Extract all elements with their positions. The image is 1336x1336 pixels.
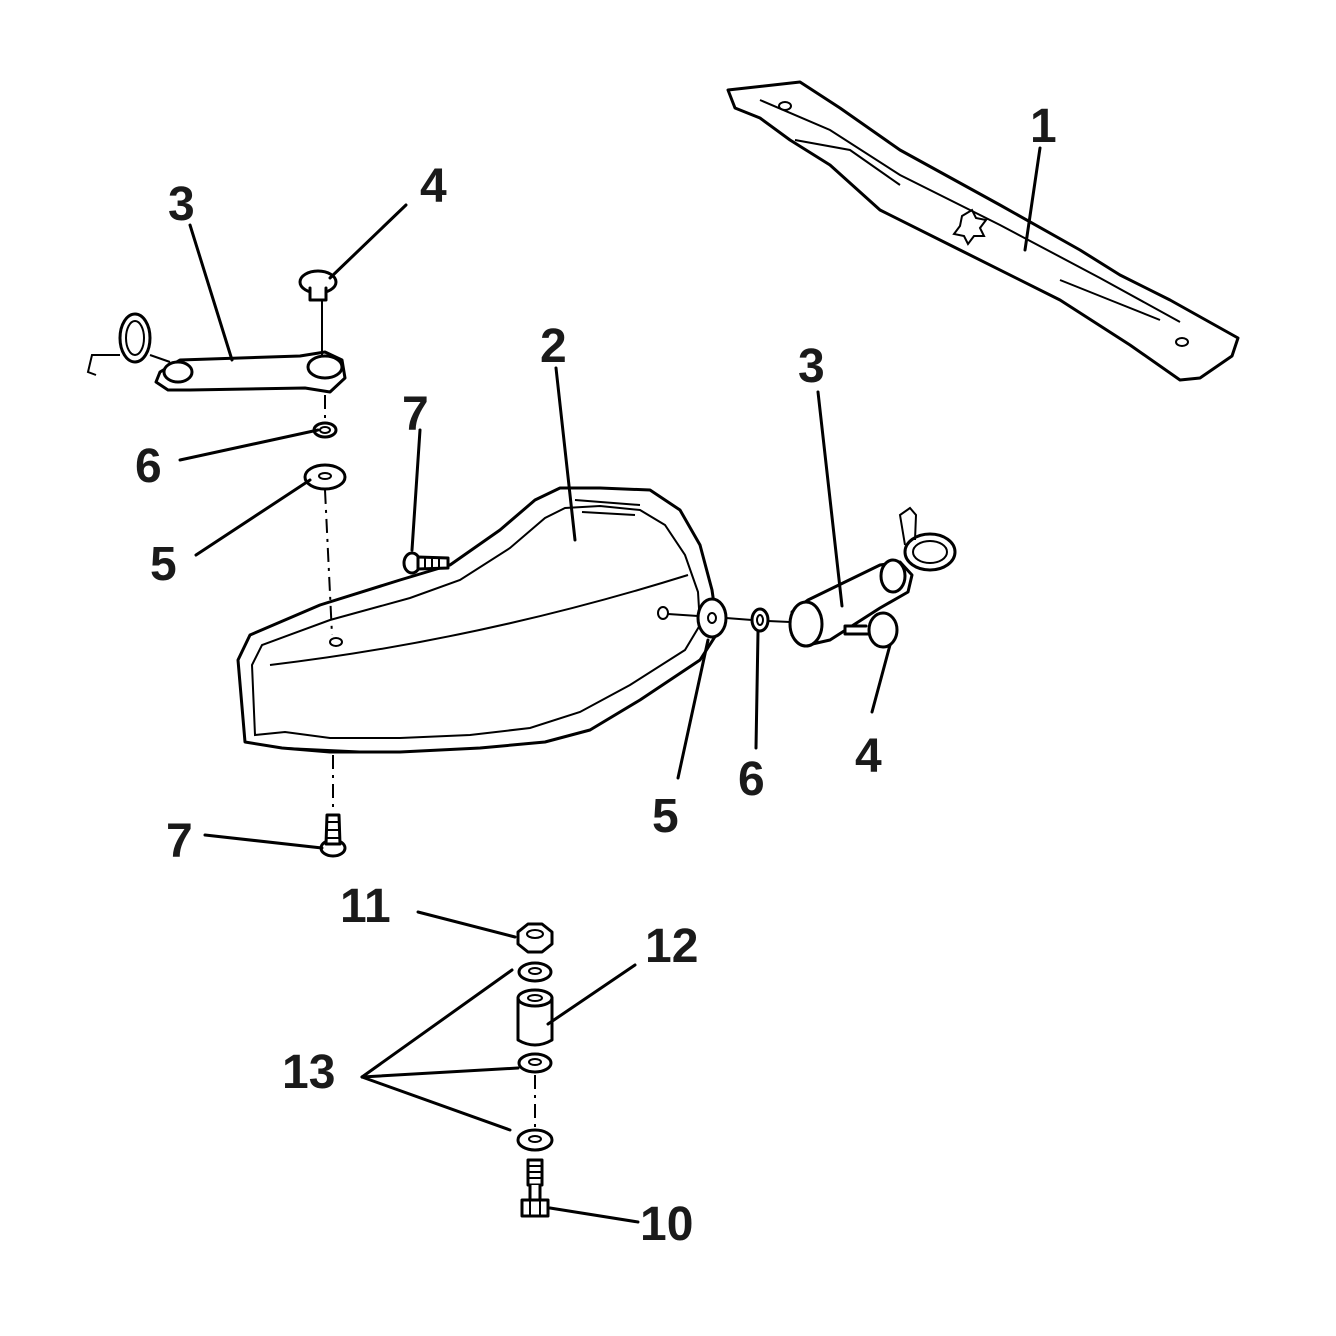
callout-4-left: 4	[420, 160, 447, 213]
callout-4-right: 4	[855, 730, 882, 783]
lock-washer-right	[750, 607, 770, 633]
callout-10: 10	[640, 1198, 693, 1251]
bolt-bottom	[319, 813, 347, 858]
callout-12: 12	[645, 920, 698, 973]
shoulder-bolt	[520, 1158, 550, 1218]
idler-arm-right	[788, 506, 957, 648]
callout-11: 11	[340, 880, 391, 933]
blade-part	[726, 80, 1240, 382]
callout-7-bottom: 7	[166, 815, 193, 868]
washer-top	[517, 961, 553, 983]
callout-6-left: 6	[135, 440, 162, 493]
idler-arm-left	[86, 312, 347, 394]
callout-6-right: 6	[738, 753, 765, 806]
callout-7-top: 7	[402, 388, 429, 441]
callout-3-right: 3	[798, 340, 825, 393]
bolt-top	[402, 551, 450, 575]
shield-part	[236, 486, 720, 754]
callout-2: 2	[540, 320, 567, 373]
washer-bottom	[516, 1128, 554, 1152]
flat-washer-left	[303, 463, 347, 491]
pulley-bolt-left	[298, 269, 338, 302]
callout-5-right: 5	[652, 790, 679, 843]
callout-1: 1	[1030, 100, 1057, 153]
pulley-bolt-right	[843, 611, 899, 649]
hex-nut	[516, 922, 554, 954]
callout-3-left: 3	[168, 178, 195, 231]
leader-lines	[178, 146, 1042, 1224]
washer-middle	[517, 1052, 553, 1074]
callout-13: 13	[282, 1046, 335, 1099]
spacer-tube	[516, 988, 554, 1047]
callout-5-left: 5	[150, 538, 177, 591]
flat-washer-right	[696, 597, 728, 639]
